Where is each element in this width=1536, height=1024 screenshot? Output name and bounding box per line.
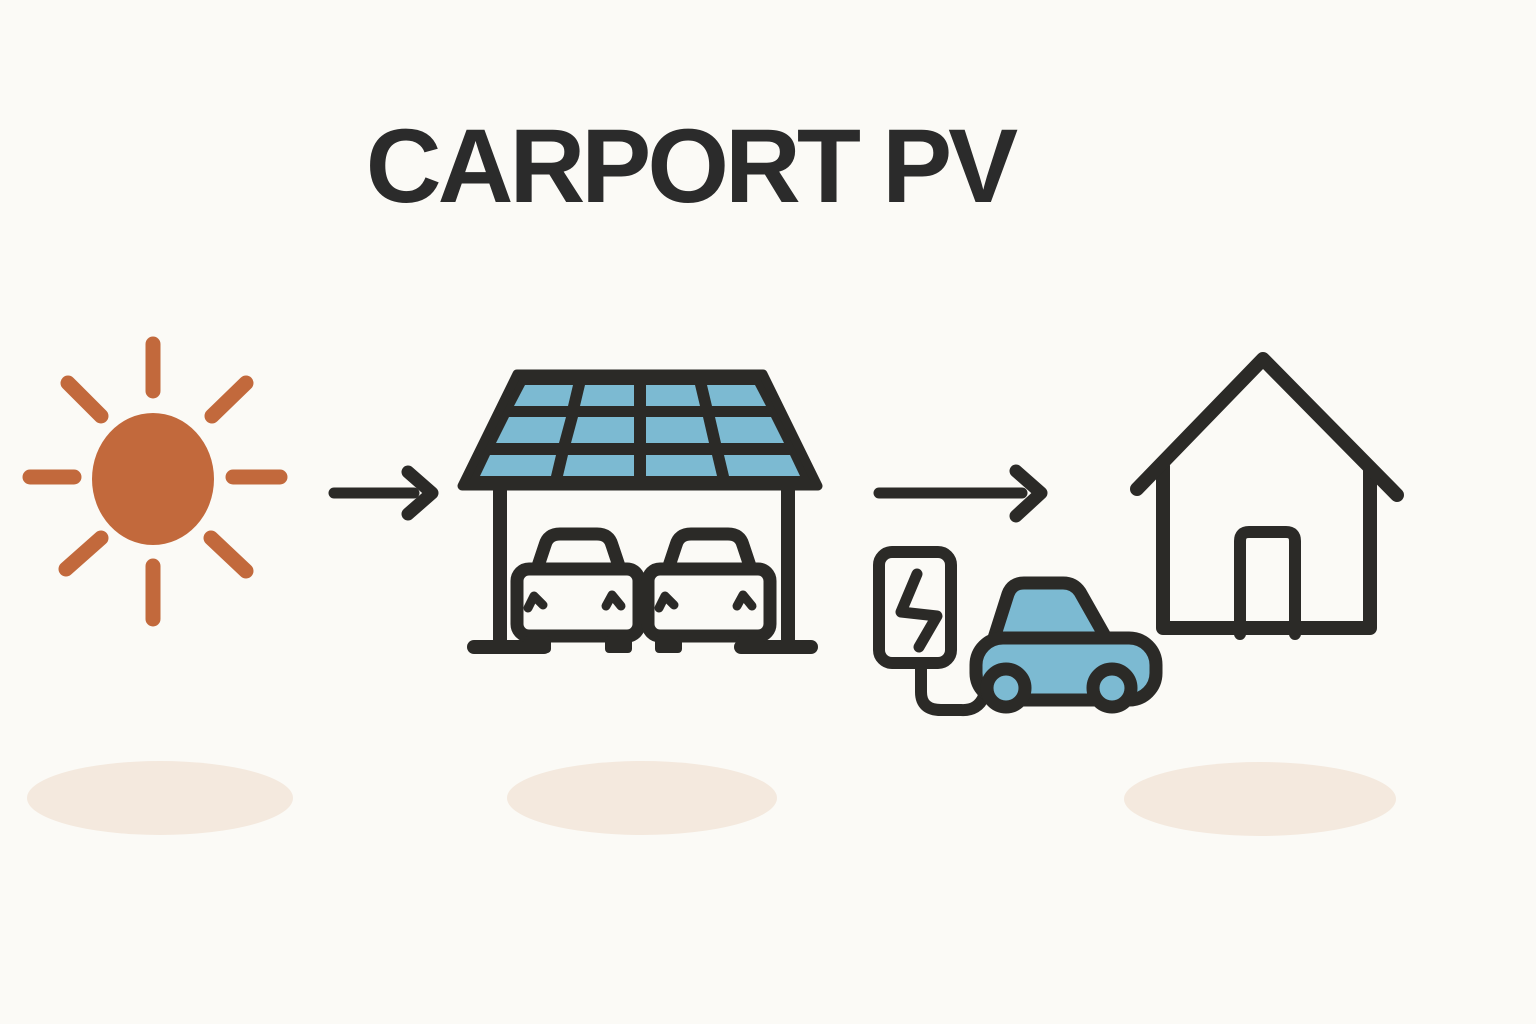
car-wheel <box>736 636 763 653</box>
charging-cable <box>915 660 990 717</box>
parked-car-icon <box>641 527 777 653</box>
arrow-right-icon <box>873 464 1048 523</box>
page-title: CARPORT PV <box>365 108 1018 225</box>
house-walls <box>1156 459 1377 635</box>
ev-car-wheel <box>1086 662 1138 714</box>
arrow-head <box>401 465 439 521</box>
solar-panel-cells <box>480 385 800 476</box>
car-wheel <box>605 636 632 653</box>
sun-rays <box>22 336 288 627</box>
car-wheel <box>524 636 551 653</box>
arrow-head <box>1009 464 1048 523</box>
ev-car-roof <box>987 576 1113 645</box>
ev-car <box>969 576 1163 714</box>
sun-icon <box>22 336 288 627</box>
ev-car-wheel <box>980 662 1032 714</box>
ground-shadow <box>27 761 293 835</box>
parked-car-icon <box>510 527 646 653</box>
solar-carport-icon <box>457 369 823 654</box>
ev-charger-body <box>873 546 957 669</box>
car-wheel <box>655 636 682 653</box>
lightning-bolt-icon <box>895 568 943 653</box>
ev-charger-car-icon <box>873 546 1163 717</box>
ground-shadow <box>507 761 777 835</box>
house-door <box>1234 526 1301 640</box>
house-icon <box>1130 352 1404 640</box>
house-roof <box>1130 352 1404 502</box>
sun-core <box>92 413 214 545</box>
ground-shadow <box>1124 762 1396 836</box>
arrow-right-icon <box>328 465 439 521</box>
